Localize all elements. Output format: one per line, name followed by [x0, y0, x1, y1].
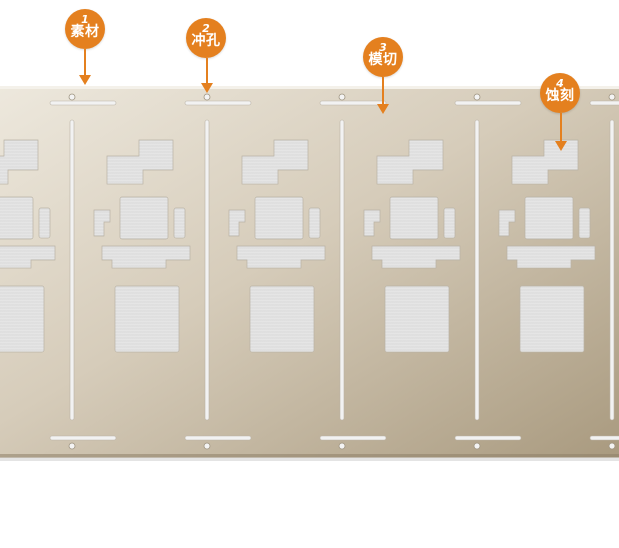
- step-label-2: 冲孔: [191, 33, 221, 49]
- large-square-cutout: [114, 285, 180, 353]
- upper-cutout: [511, 139, 579, 185]
- top-slot: [454, 100, 522, 106]
- right-bar-cutout: [578, 207, 591, 239]
- bottom-slot: [184, 435, 252, 441]
- upper-cutout: [241, 139, 309, 185]
- step-badge-1: 1 素材: [65, 9, 105, 49]
- step-number-1: 1: [81, 13, 89, 26]
- pilot-hole: [473, 442, 481, 450]
- step-number-4: 4: [556, 77, 564, 90]
- plate-body: [0, 87, 619, 457]
- left-notch-cutout: [228, 209, 246, 237]
- step-number-3: 3: [379, 41, 387, 54]
- top-slot: [319, 100, 387, 106]
- pilot-hole: [203, 442, 211, 450]
- large-square-cutout: [519, 285, 585, 353]
- step-label-3: 模切: [368, 52, 398, 68]
- upper-cutout: [0, 139, 39, 185]
- upper-cutout: [106, 139, 174, 185]
- bottom-slot: [589, 435, 619, 441]
- middle-cutout: [254, 196, 304, 240]
- pilot-hole: [68, 93, 76, 101]
- separator-slot: [339, 119, 345, 421]
- pilot-hole: [608, 442, 616, 450]
- middle-cutout: [389, 196, 439, 240]
- pilot-hole: [203, 93, 211, 101]
- separator-slot: [609, 119, 615, 421]
- top-slot: [589, 100, 619, 106]
- step-number-2: 2: [202, 22, 210, 35]
- step-label-1: 素材: [70, 24, 100, 40]
- pilot-hole: [338, 442, 346, 450]
- right-bar-cutout: [38, 207, 51, 239]
- middle-cutout: [0, 196, 34, 240]
- lower-bar-cutout: [101, 245, 191, 269]
- large-square-cutout: [249, 285, 315, 353]
- large-square-cutout: [0, 285, 45, 353]
- right-bar-cutout: [443, 207, 456, 239]
- pilot-hole: [608, 93, 616, 101]
- lower-bar-cutout: [371, 245, 461, 269]
- separator-slot: [204, 119, 210, 421]
- top-slot: [184, 100, 252, 106]
- step-1-arrow-icon: [79, 49, 91, 85]
- bottom-slot: [319, 435, 387, 441]
- right-bar-cutout: [173, 207, 186, 239]
- top-slot: [49, 100, 117, 106]
- bottom-slot: [454, 435, 522, 441]
- separator-slot: [69, 119, 75, 421]
- middle-cutout: [119, 196, 169, 240]
- step-4-arrow-icon: [555, 113, 567, 151]
- lower-bar-cutout: [0, 245, 56, 269]
- pilot-hole: [473, 93, 481, 101]
- left-notch-cutout: [498, 209, 516, 237]
- pilot-hole: [68, 442, 76, 450]
- lower-bar-cutout: [506, 245, 596, 269]
- step-2-arrow-icon: [201, 58, 213, 93]
- separator-slot: [474, 119, 480, 421]
- left-notch-cutout: [363, 209, 381, 237]
- step-3-arrow-icon: [377, 77, 389, 114]
- left-notch-cutout: [93, 209, 111, 237]
- middle-cutout: [524, 196, 574, 240]
- right-bar-cutout: [308, 207, 321, 239]
- step-label-4: 蚀刻: [545, 88, 575, 104]
- pilot-hole: [338, 93, 346, 101]
- large-square-cutout: [384, 285, 450, 353]
- step-badge-4: 4 蚀刻: [540, 73, 580, 113]
- step-badge-2: 2 冲孔: [186, 18, 226, 58]
- step-badge-3: 3 模切: [363, 37, 403, 77]
- bottom-slot: [49, 435, 117, 441]
- lower-bar-cutout: [236, 245, 326, 269]
- upper-cutout: [376, 139, 444, 185]
